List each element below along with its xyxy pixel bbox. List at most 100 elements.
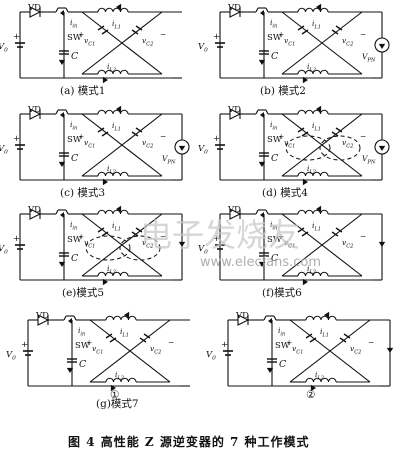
inductor-l2 — [305, 377, 337, 383]
c2-plate-a — [143, 333, 151, 339]
c1-plate-b — [101, 231, 109, 237]
panel-caption-a: (a) 模式1 — [60, 84, 105, 97]
il2-arrow — [302, 278, 308, 286]
diode-symbol — [237, 314, 250, 326]
vc2-label: vC2 — [142, 36, 153, 47]
diode-label: VD — [35, 311, 49, 321]
c2-plate-a — [135, 227, 143, 233]
iin-label: iin — [70, 18, 77, 29]
vc2-label: vC2 — [142, 138, 153, 149]
source-label: V0 — [0, 244, 8, 256]
c2-plate-b — [339, 337, 347, 343]
il1-arrow — [116, 3, 122, 11]
diode-symbol — [37, 314, 50, 326]
iin-label: iin — [270, 120, 277, 131]
vpn-label: VPN — [362, 52, 376, 63]
capacitor-current-arrow — [258, 261, 266, 267]
load-short-arrow — [386, 347, 394, 353]
c1-plate-a — [97, 127, 105, 133]
panel-caption-b: (b) 模式2 — [260, 84, 306, 97]
diode-label: VD — [227, 205, 241, 215]
inductor-l2 — [97, 69, 129, 75]
iin-label: iin — [70, 120, 77, 131]
capacitor-current-arrow — [266, 367, 274, 373]
switch-label: SW — [267, 135, 282, 145]
il2-arrow — [102, 178, 108, 186]
il1-arrow — [116, 105, 122, 113]
vc1-label: vC1 — [84, 138, 95, 149]
inductor-l1 — [297, 209, 329, 215]
c2-plate-b — [331, 231, 339, 237]
switch-label: SW — [67, 235, 82, 245]
load-current-source — [174, 139, 190, 155]
switch-label: SW — [275, 341, 290, 351]
watermark-text: 电子发烧友 — [140, 216, 300, 254]
vc1-plus: + — [278, 132, 284, 141]
iin-label: iin — [270, 220, 277, 231]
il1-label: iL1 — [312, 221, 321, 232]
vpn-label: VPN — [362, 154, 376, 165]
group-caption-g: (g)模式7 — [96, 397, 139, 410]
source-label: V0 — [198, 42, 208, 54]
inductor-l2 — [97, 271, 129, 277]
source-plus: + — [13, 234, 20, 244]
c1-plate-a — [97, 227, 105, 233]
switch-lead-a — [263, 315, 267, 321]
il2-arrow — [302, 76, 308, 84]
capacitor-current-arrow — [66, 367, 74, 373]
c2-plate-b — [331, 29, 339, 35]
diode-label: VD — [227, 105, 241, 115]
switch-diode — [60, 10, 64, 16]
inductor-l1 — [297, 7, 329, 13]
vc1-plus: + — [86, 338, 92, 347]
diode-label: VD — [27, 205, 41, 215]
switch-lead-a — [55, 7, 59, 13]
vc2-label: vC2 — [342, 138, 353, 149]
inductor-l1 — [297, 109, 329, 115]
capacitor-current-arrow — [58, 161, 66, 167]
inductor-l1 — [97, 109, 129, 115]
source-plus: + — [213, 32, 220, 42]
vc1-label: vC1 — [284, 138, 295, 149]
iin-label: iin — [270, 18, 277, 29]
source-plus: + — [221, 340, 228, 350]
il2-arrow — [102, 278, 108, 286]
il1-label: iL1 — [112, 121, 121, 132]
c1-plate-a — [97, 25, 105, 31]
il2-arrow — [102, 76, 108, 84]
switch-diode — [260, 212, 264, 218]
iin-label: iin — [70, 220, 77, 231]
c1-plate-a — [105, 333, 113, 339]
capacitor-current-arrow — [58, 59, 66, 65]
diode-symbol — [29, 108, 42, 120]
c2-plate-a — [343, 333, 351, 339]
capacitor-label: C — [71, 253, 79, 264]
vc2-label: vC2 — [350, 344, 361, 355]
c2-plate-a — [135, 25, 143, 31]
il1-arrow — [316, 105, 322, 113]
vc2-label: vC2 — [150, 344, 161, 355]
vpn-label: VPN — [162, 154, 176, 165]
cross-diag-b — [81, 113, 163, 177]
diode-label: VD — [27, 105, 41, 115]
load-short-arrow — [378, 241, 386, 247]
il1-arrow — [124, 311, 130, 319]
switch-lead-b — [273, 315, 277, 321]
c2-plate-a — [335, 127, 343, 133]
inductor-l2 — [297, 271, 329, 277]
diode-label: VD — [235, 311, 249, 321]
vc1-plus: + — [78, 232, 84, 241]
current-loop-left — [285, 135, 331, 161]
capacitor-current-arrow — [258, 59, 266, 65]
il2-arrow — [110, 384, 116, 392]
switch-lead-b — [73, 315, 77, 321]
c1-plate-b — [301, 131, 309, 137]
diode-symbol — [229, 208, 242, 220]
vc1-plus: + — [278, 232, 284, 241]
switch-lead-b — [265, 7, 269, 13]
c1-plate-a — [297, 227, 305, 233]
panel-caption-e: (e)模式5 — [62, 286, 104, 299]
il1-arrow — [316, 205, 322, 213]
